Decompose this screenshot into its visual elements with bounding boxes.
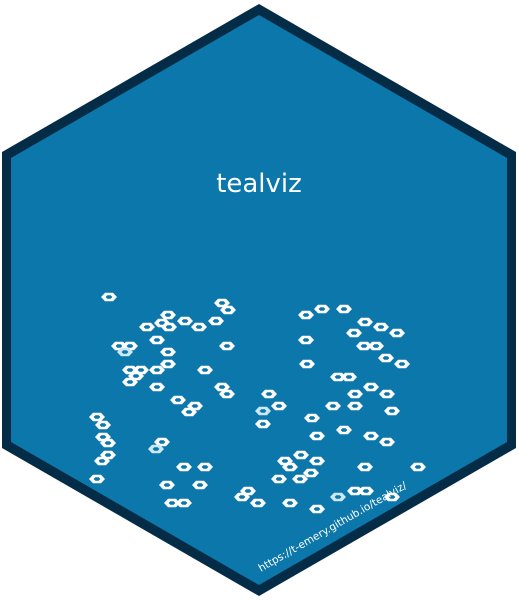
hex-mark-hole: [104, 453, 112, 457]
hex-mark-hole: [259, 422, 267, 426]
hex-mark-hole: [99, 423, 107, 427]
hex-mark-hole: [153, 368, 161, 372]
hex-mark-hole: [340, 428, 348, 432]
hex-mark-hole: [313, 434, 321, 438]
hex-mark-hole: [126, 368, 134, 372]
hex-mark-hole: [164, 313, 172, 317]
hex-mark-hole: [165, 325, 173, 329]
hex-mark-hole: [286, 501, 294, 505]
hex-mark-hole: [163, 483, 171, 487]
hex-mark-hole: [275, 404, 283, 408]
hex-mark-hole: [265, 392, 273, 396]
hex-mark-hole: [313, 507, 321, 511]
hex-mark-hole: [152, 447, 160, 451]
hex-mark-hole: [361, 465, 369, 469]
hex-mark-hole: [414, 465, 422, 469]
hex-mark-hole: [393, 331, 401, 335]
hex-mark-hole: [137, 368, 145, 372]
hex-mark-hole: [382, 356, 390, 360]
hex-mark-hole: [153, 338, 161, 342]
hex-mark-hole: [388, 409, 396, 413]
hex-mark-hole: [174, 398, 182, 402]
hex-mark-hole: [224, 308, 232, 312]
hex-mark-hole: [372, 344, 380, 348]
hex-mark-hole: [351, 404, 359, 408]
hex-mark-hole: [180, 501, 188, 505]
hex-mark-hole: [98, 459, 106, 463]
hex-mark-hole: [126, 380, 134, 384]
hex-mark-hole: [334, 495, 342, 499]
hex-mark-hole: [201, 368, 209, 372]
hex-mark-hole: [398, 362, 406, 366]
hex-mark-hole: [126, 344, 134, 348]
hex-mark-hole: [367, 385, 375, 389]
hex-mark-hole: [340, 307, 348, 311]
hex-mark-hole: [275, 477, 283, 481]
hex-mark-hole: [132, 374, 140, 378]
hex-mark-hole: [318, 307, 326, 311]
hex-mark-hole: [329, 404, 337, 408]
hex-mark-hole: [196, 483, 204, 487]
hex-mark-hole: [105, 295, 113, 299]
hex-mark-hole: [302, 338, 310, 342]
hex-mark-hole: [334, 375, 342, 379]
hex-mark-hole: [195, 325, 203, 329]
hex-mark-hole: [297, 453, 305, 457]
hex-mark-hole: [259, 409, 267, 413]
hex-mark-hole: [143, 325, 151, 329]
hex-mark-hole: [362, 489, 370, 493]
hex-marks: [89, 292, 426, 514]
hex-mark-hole: [115, 344, 123, 348]
hex-mark-hole: [121, 350, 129, 354]
hex-mark-hole: [383, 392, 391, 396]
hex-mark-hole: [350, 331, 358, 335]
logo-title: tealviz: [216, 169, 302, 199]
hex-mark-hole: [191, 404, 199, 408]
hex-mark-hole: [307, 471, 315, 475]
hex-mark-hole: [360, 344, 368, 348]
hex-mark-hole: [185, 410, 193, 414]
hex-mark-hole: [218, 385, 226, 389]
hex-mark-hole: [153, 385, 161, 389]
hex-mark-hole: [313, 459, 321, 463]
hex-mark-hole: [388, 495, 396, 499]
hex-mark-hole: [223, 392, 231, 396]
hex-mark-hole: [158, 440, 166, 444]
hex-mark-hole: [345, 375, 353, 379]
hex-mark-hole: [286, 465, 294, 469]
hex-mark-hole: [302, 313, 310, 317]
hex-mark-hole: [296, 477, 304, 481]
hex-mark-hole: [212, 319, 220, 323]
hex-mark-hole: [244, 489, 252, 493]
hex-mark-hole: [367, 434, 375, 438]
hex-mark-hole: [351, 392, 359, 396]
hex-mark-hole: [281, 459, 289, 463]
hex-mark-hole: [168, 501, 176, 505]
hex-mark-hole: [238, 495, 246, 499]
hex-mark-hole: [254, 501, 262, 505]
hex-mark-hole: [377, 325, 385, 329]
hex-mark-hole: [158, 321, 166, 325]
hex-mark-hole: [218, 301, 226, 305]
hex-mark-hole: [93, 415, 101, 419]
hex-mark-hole: [180, 465, 188, 469]
hex-mark-hole: [308, 416, 316, 420]
hex-mark-hole: [164, 362, 172, 366]
hex-mark-hole: [303, 362, 311, 366]
hex-mark-hole: [201, 465, 209, 469]
hex-mark-hole: [223, 344, 231, 348]
hex-mark-hole: [93, 477, 101, 481]
hex-mark-hole: [104, 441, 112, 445]
hex-mark-hole: [164, 350, 172, 354]
hex-mark-hole: [361, 320, 369, 324]
hex-mark-hole: [99, 435, 107, 439]
hex-mark-hole: [351, 489, 359, 493]
hex-mark-hole: [181, 319, 189, 323]
hex-mark-hole: [383, 440, 391, 444]
